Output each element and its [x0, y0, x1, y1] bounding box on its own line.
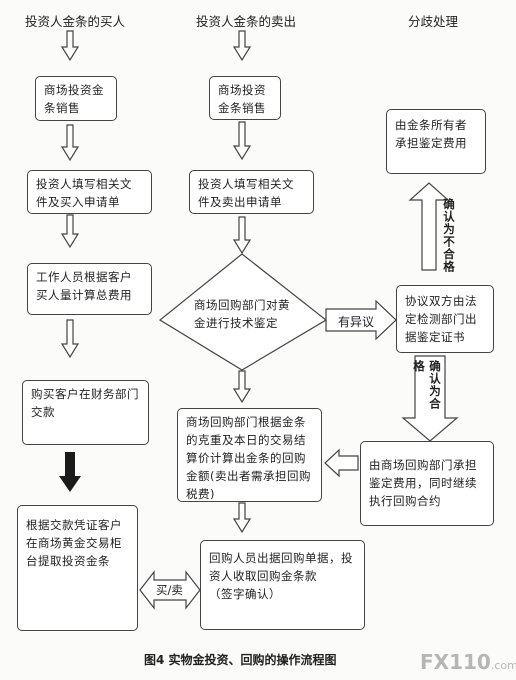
- dispute-third-party: 协议双方由法定检测部门出据鉴定证书: [396, 285, 494, 353]
- inspect-diamond: [158, 253, 328, 371]
- sell-step-sales: 商场投资金条销售: [209, 76, 281, 120]
- buy-arrow-5: [59, 452, 81, 492]
- header-buy: 投资人金条的买人: [25, 14, 126, 29]
- watermark-brand: FX110: [420, 650, 491, 674]
- buy-step-payment: 购买客户在财务部门交款: [22, 380, 149, 445]
- figure-caption: 图4 实物金投资、回购的操作流程图: [144, 653, 337, 667]
- sell-final-sign: （签字确认）: [209, 587, 281, 601]
- buy-arrow-1: [60, 30, 80, 62]
- sell-arrow-1: [232, 30, 252, 62]
- sell-arrow-2: [232, 121, 252, 161]
- buy-step-pickup: 根据交款凭证客户在商场黄金交易柜台提取投资金条: [17, 505, 138, 631]
- objection-arrow: [325, 299, 397, 341]
- header-sell: 投资人金条的卖出: [196, 14, 297, 29]
- buy-arrow-4: [60, 319, 80, 359]
- objection-label: 有异议: [338, 315, 375, 329]
- down-arrow: [401, 355, 459, 442]
- sell-inspect-text: 商场回购部门对黄金进行技术鉴定: [194, 298, 290, 330]
- buy-sell-label: 买/卖: [156, 583, 183, 597]
- sell-step-calculate: 商场回购部门根据金条的克重及本日的交易结算价计算出金条的回购金额(卖出者需承担回…: [177, 408, 322, 502]
- buy-step-application: 投资人填写相关文件及买入申请单: [27, 170, 152, 214]
- confirm-ok-label: 确认为合格: [412, 360, 442, 410]
- dispute-owner-pays: 由金条所有者承担鉴定费用: [386, 109, 486, 174]
- header-dispute: 分歧处理: [408, 14, 459, 29]
- sell-arrow-4: [232, 370, 252, 404]
- sell-step-final: 回购人员出据回购单据，投资人收取回购金条款 （签字确认）: [200, 540, 365, 630]
- buy-step-calculate: 工作人员根据客户买人量计算总费用: [27, 263, 152, 315]
- sell-arrow-3: [232, 216, 252, 255]
- sell-step-application: 投资人填写相关文件及卖出申请单: [189, 170, 314, 214]
- dispute-mall-pays: 由商场回购部门承担鉴定费用，同时继续执行回购合约: [360, 441, 494, 526]
- watermark-logo: FX110.com: [420, 650, 516, 674]
- buy-arrow-3: [60, 214, 80, 249]
- confirm-wrong-label: 确认为不合格: [442, 198, 456, 273]
- return-arrow: [324, 448, 359, 478]
- buy-arrow-2: [60, 124, 80, 162]
- sell-arrow-5: [232, 502, 252, 534]
- sell-final-main: 回购人员出据回购单据，投资人收取回购金条款: [209, 551, 353, 583]
- up-arrow: [408, 182, 450, 271]
- buy-step-sales: 商场投资金条销售: [35, 76, 117, 121]
- watermark-suffix: .com: [490, 659, 516, 672]
